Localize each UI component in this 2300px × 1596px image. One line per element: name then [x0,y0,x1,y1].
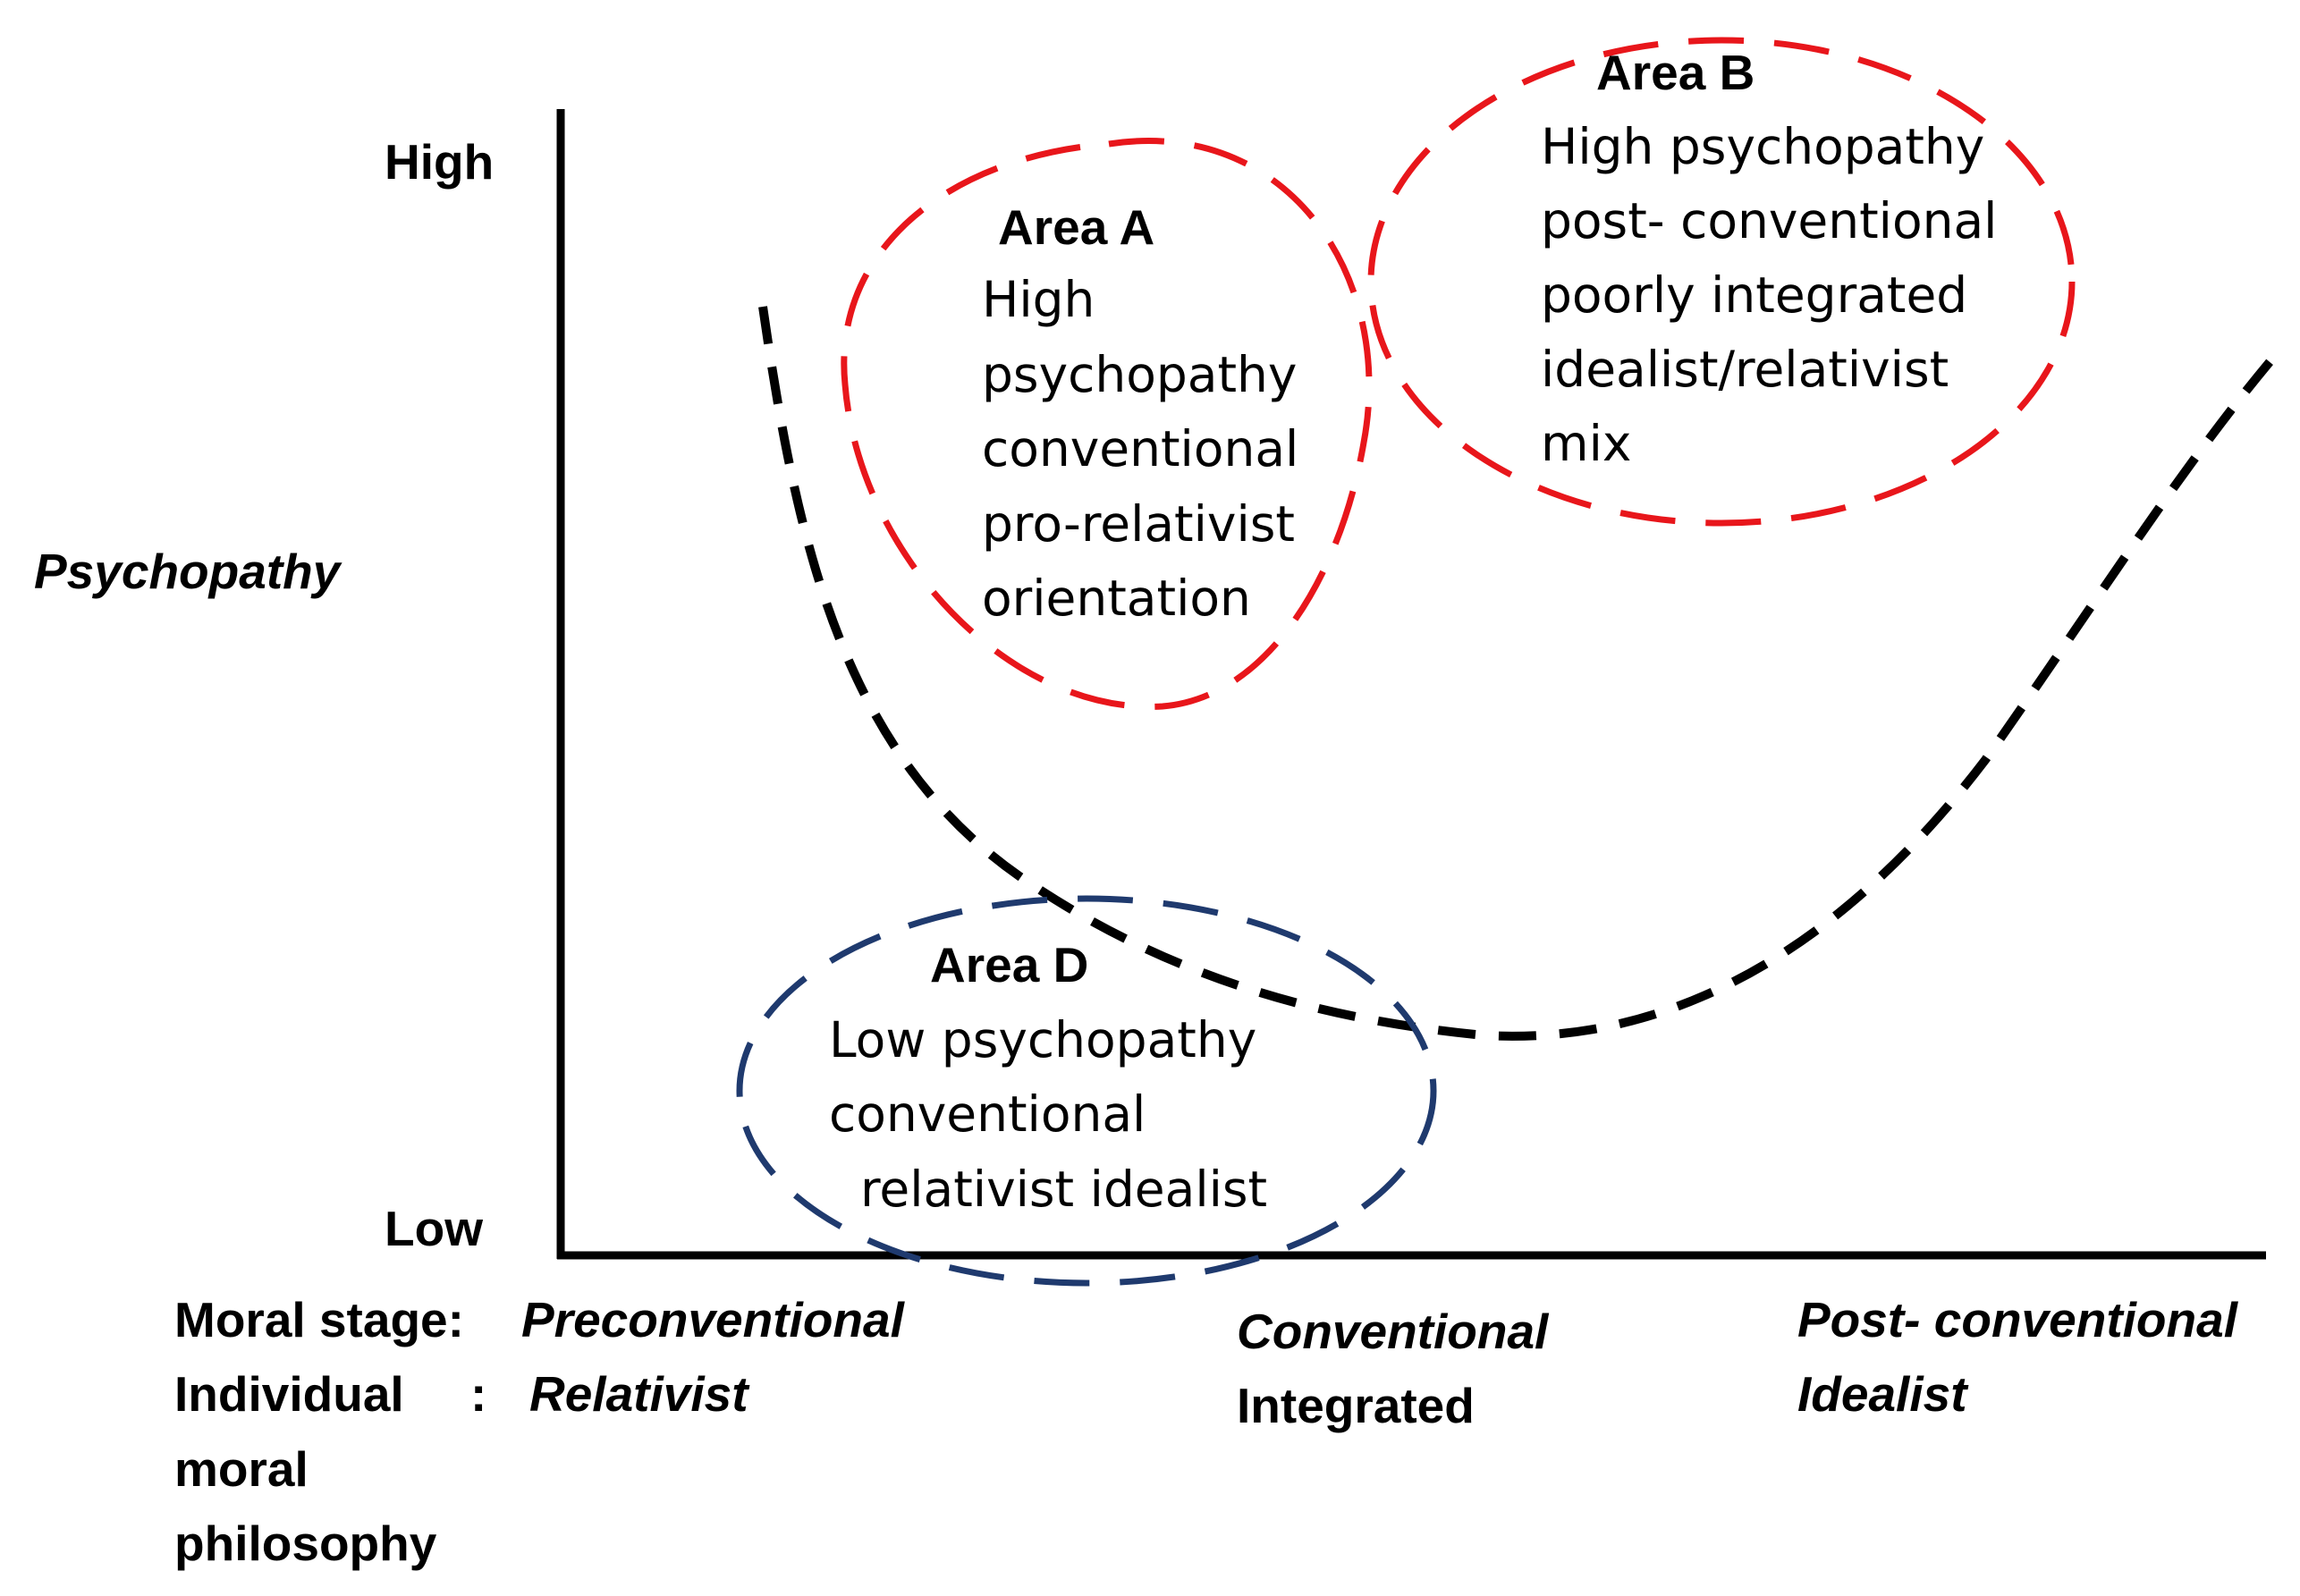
area-d-line-1: Low psychopathy [829,1011,1256,1068]
area-d-line-2: conventional [829,1085,1146,1143]
area-d-line-3: relativist idealist [860,1161,1267,1218]
x-axis-moral-label: moral [174,1441,309,1497]
x-label-postconventional: Post- conventional [1797,1292,2239,1347]
x-label-integrated: Integrated [1237,1378,1475,1433]
area-b-title: Area B [1596,45,1755,100]
area-a: Area A High psychopathy conventional pro… [841,138,1373,710]
y-axis-low-label: Low [385,1201,483,1256]
x-label-relativist: Relativist [529,1366,750,1422]
area-b-line-1: High psychopathy [1541,118,1984,175]
x-label-conventional: Conventional [1237,1304,1550,1359]
x-axis-individual-colon: : [470,1366,486,1422]
area-a-line-1: High [982,271,1095,328]
area-b-line-4: idealist/relativist [1541,341,1949,398]
area-b-line-2: post- conventional [1541,192,1997,249]
area-b: Area B High psychopathy post- convention… [1367,37,2076,527]
psychopathy-curve [758,306,2282,1041]
area-a-line-4: pro-relativist [982,495,1295,553]
area-a-outline [841,138,1373,710]
x-axis-moral-stage-label: Moral stage: [174,1292,464,1347]
x-axis-philosophy-label: philosophy [174,1516,437,1571]
area-a-line-2: psychopathy [982,346,1297,403]
area-a-title: Area A [998,199,1154,255]
y-axis-title: Psychopathy [34,544,342,599]
area-b-line-3: poorly integrated [1541,266,1967,324]
x-label-idealist: Idealist [1797,1366,1969,1422]
y-axis-high-label: High [385,134,494,190]
x-label-preconventional: Preconventional [521,1292,906,1347]
area-d: Area D Low psychopathy conventional rela… [736,895,1437,1287]
area-a-line-5: orientation [982,570,1251,627]
area-d-outline [736,895,1437,1287]
area-d-title: Area D [930,937,1088,992]
area-b-line-5: mix [1541,415,1631,472]
x-axis-individual-label: Individual [174,1366,404,1422]
area-a-line-3: conventional [982,420,1298,477]
area-b-outline [1367,37,2076,527]
